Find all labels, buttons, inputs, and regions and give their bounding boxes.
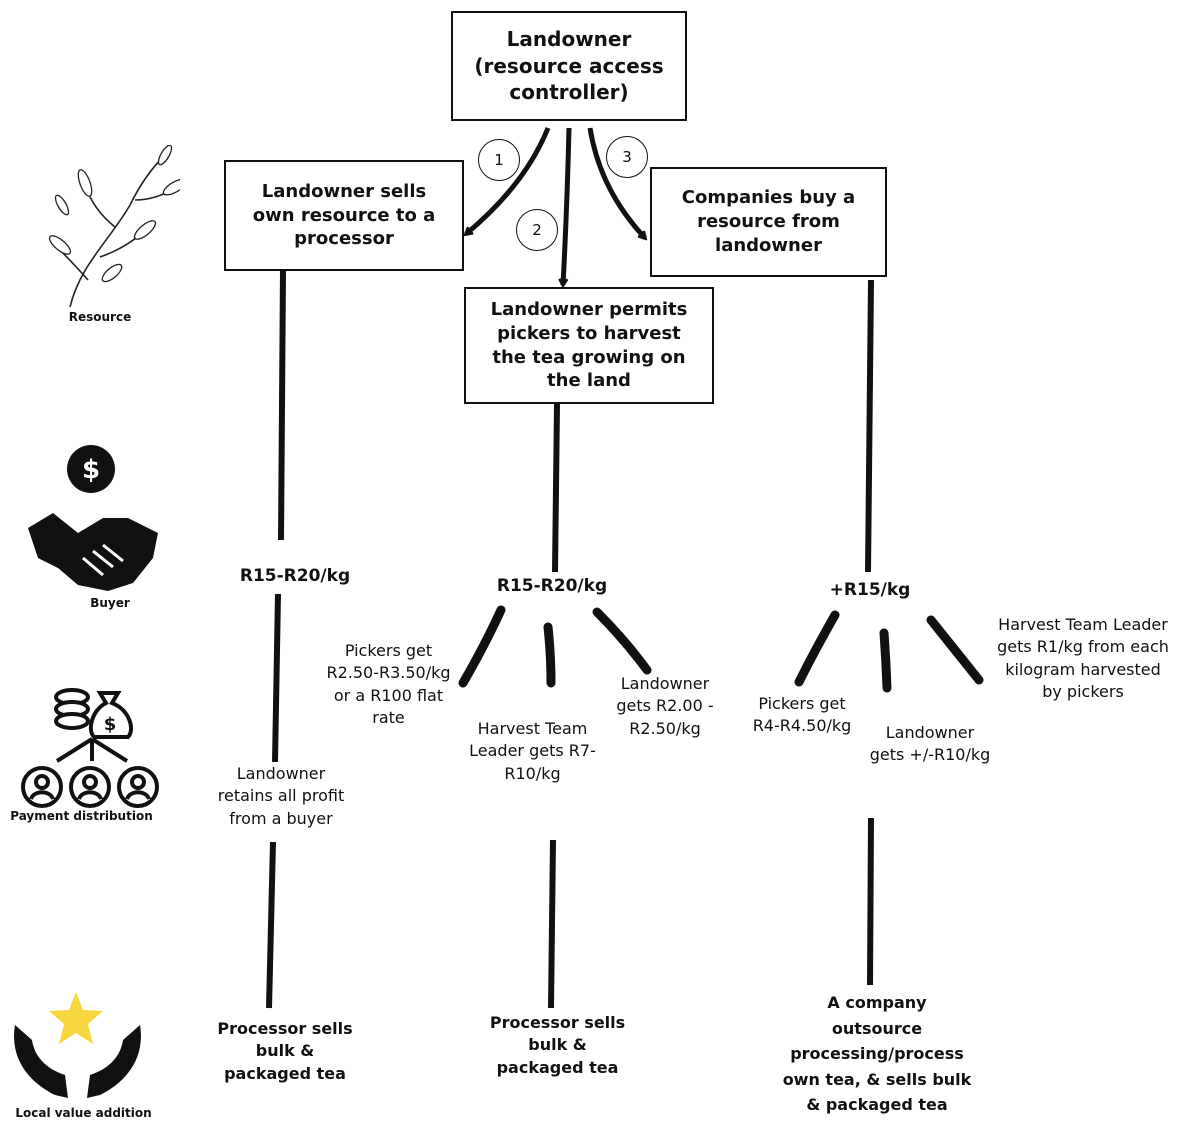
buyer-label: Buyer [90,596,130,610]
arrow-route-1 [466,127,551,234]
local-value-addition-label: Local value addition [15,1106,152,1120]
left-distribution-text: Landowner retains all profit from a buye… [217,764,345,828]
right-landowner-text: Landowner gets +/-R10/kg [869,723,991,765]
route-number-2: 2 [516,209,558,251]
left-line-2 [272,593,281,763]
mid-branch-center [543,622,556,688]
left-line-3 [266,841,276,1009]
companies-buy-text: Companies buy a resource from landowner [681,187,856,256]
mid-branch-right [592,607,652,675]
right-branch-left [794,610,840,687]
landowner-box: Landowner (resource access controller) [451,11,687,121]
price-right: +R15/kg [829,580,911,600]
sell-own-resource-box: Landowner sells own resource to a proces… [224,160,464,271]
money-bag-icon: $ [54,688,133,739]
right-branch-center [879,628,892,693]
permits-pickers-box: Landowner permits pickers to harvest the… [464,287,714,404]
plant-icon [48,145,180,308]
right-pickers-text: Pickers get R4-R4.50/kg [752,694,852,736]
mid-branch-left [458,605,506,688]
right-line-1 [865,279,874,573]
right-outcome-text: A company outsource processing/process o… [782,993,972,1115]
star-icon [49,992,103,1044]
arrow-route-3 [587,127,645,238]
handshake-icon [28,513,158,591]
route-number-1: 1 [478,139,520,181]
svg-text:$: $ [82,455,100,485]
dollar-coin-icon: $ [67,445,115,493]
companies-buy-box: Companies buy a resource from landowner [650,167,887,277]
left-line-1 [278,269,286,541]
mid-line-2 [548,839,556,1009]
left-outcome-text: Processor sells bulk & packaged tea [217,1019,353,1083]
person-icon [21,766,159,808]
permits-pickers-text: Landowner permits pickers to harvest the… [490,299,688,392]
hands-icon [14,1025,141,1098]
payment-distribution-label: Payment distribution [10,809,153,823]
price-left: R15-R20/kg [239,566,351,586]
mid-landowner-text: Landowner gets R2.00 - R2.50/kg [616,674,714,738]
right-line-2 [867,817,874,986]
mid-pickers-text: Pickers get R2.50-R3.50/kg or a R100 fla… [326,641,451,728]
landowner-box-text: Landowner (resource access controller) [474,27,664,105]
route-number-3: 3 [606,136,648,178]
mid-leader-text: Harvest Team Leader gets R7- R10/kg [469,719,596,783]
right-branch-right [926,615,984,685]
sell-own-resource-text: Landowner sells own resource to a proces… [252,180,436,250]
mid-line-1 [552,403,560,573]
arrow-route-2 [563,127,572,285]
right-leader-text: Harvest Team Leader gets R1/kg from each… [997,615,1169,702]
distribution-arrows [55,737,129,763]
price-middle: R15-R20/kg [496,576,608,596]
svg-text:$: $ [104,714,117,735]
middle-outcome-text: Processor sells bulk & packaged tea [489,1013,626,1077]
coin-stack-icon [54,688,90,730]
resource-label: Resource [68,310,132,324]
